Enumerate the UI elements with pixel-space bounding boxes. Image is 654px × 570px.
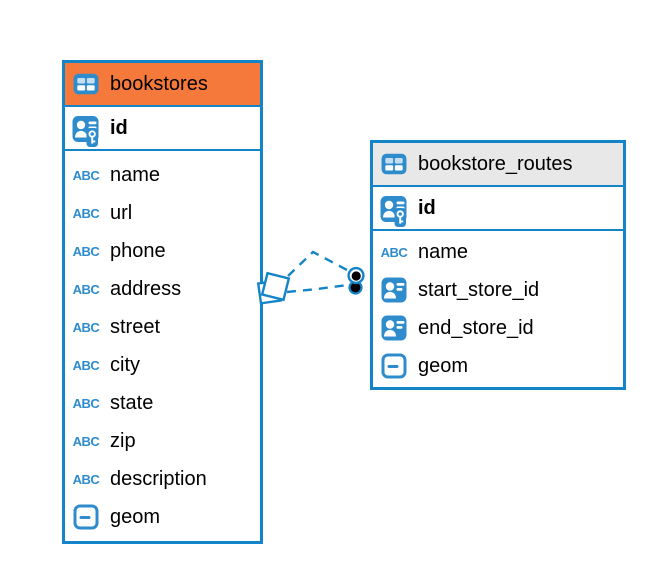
- primary-key-name: id: [110, 116, 128, 139]
- relationship-line-upper[interactable]: [287, 250, 350, 277]
- column-name: start_store_id: [418, 278, 540, 301]
- geometry-type-icon: [71, 504, 101, 530]
- column-list: ABC name ABC url ABC phone ABC address A…: [65, 151, 260, 541]
- text-type-icon: ABC: [72, 167, 100, 183]
- text-type-icon: ABC: [72, 395, 100, 411]
- column-row-street[interactable]: ABC street: [65, 308, 260, 346]
- column-row-city[interactable]: ABC city: [65, 346, 260, 384]
- text-type-icon: ABC: [72, 357, 100, 373]
- column-name: state: [110, 391, 154, 414]
- column-row-address[interactable]: ABC address: [65, 270, 260, 308]
- column-name: zip: [110, 429, 136, 452]
- column-row-state[interactable]: ABC state: [65, 384, 260, 422]
- geometry-type-icon: [379, 353, 409, 379]
- one-end-dot-marker[interactable]: [347, 266, 365, 295]
- foreign-key-icon: [379, 315, 409, 341]
- column-row-description[interactable]: ABC description: [65, 460, 260, 498]
- column-row-start-store-id[interactable]: start_store_id: [373, 271, 623, 309]
- column-row-name[interactable]: ABC name: [65, 156, 260, 194]
- foreign-key-icon: [379, 277, 409, 303]
- relationship-line-lower[interactable]: [286, 283, 349, 294]
- table-bookstore-routes[interactable]: bookstore_routes id ABC name start_store…: [370, 140, 626, 390]
- table-name: bookstores: [110, 72, 208, 95]
- table-header-bookstores[interactable]: bookstores: [65, 63, 260, 107]
- table-bookstores[interactable]: bookstores id ABC name ABC url ABC phone…: [62, 60, 263, 544]
- text-type-icon: ABC: [72, 433, 100, 449]
- primary-key-row[interactable]: id: [373, 187, 623, 231]
- column-name: name: [110, 163, 161, 186]
- table-icon: [71, 71, 101, 97]
- text-type-icon: ABC: [72, 319, 100, 335]
- column-name: street: [110, 315, 161, 338]
- text-type-icon: ABC: [72, 471, 100, 487]
- table-icon: [379, 151, 409, 177]
- table-name: bookstore_routes: [418, 152, 573, 175]
- text-type-icon: ABC: [72, 281, 100, 297]
- primary-key-icon: [71, 109, 101, 148]
- column-name: geom: [110, 505, 161, 528]
- column-row-name[interactable]: ABC name: [373, 233, 623, 271]
- column-list: ABC name start_store_id end_store_id ge: [373, 231, 623, 387]
- column-name: city: [110, 353, 140, 376]
- column-row-end-store-id[interactable]: end_store_id: [373, 309, 623, 347]
- column-row-geom[interactable]: geom: [65, 498, 260, 536]
- column-row-url[interactable]: ABC url: [65, 194, 260, 232]
- column-name: end_store_id: [418, 316, 534, 339]
- fk-relationship-connector[interactable]: [256, 250, 365, 305]
- column-name: name: [418, 240, 469, 263]
- column-name: geom: [418, 354, 469, 377]
- primary-key-row[interactable]: id: [65, 107, 260, 151]
- text-type-icon: ABC: [72, 243, 100, 259]
- primary-key-name: id: [418, 196, 436, 219]
- column-name: url: [110, 201, 133, 224]
- table-header-bookstore-routes[interactable]: bookstore_routes: [373, 143, 623, 187]
- text-type-icon: ABC: [72, 205, 100, 221]
- text-type-icon: ABC: [380, 244, 408, 260]
- column-name: description: [110, 467, 207, 490]
- column-name: phone: [110, 239, 166, 262]
- column-row-geom[interactable]: geom: [373, 347, 623, 385]
- column-row-zip[interactable]: ABC zip: [65, 422, 260, 460]
- column-name: address: [110, 277, 182, 300]
- column-row-phone[interactable]: ABC phone: [65, 232, 260, 270]
- primary-key-icon: [379, 189, 409, 228]
